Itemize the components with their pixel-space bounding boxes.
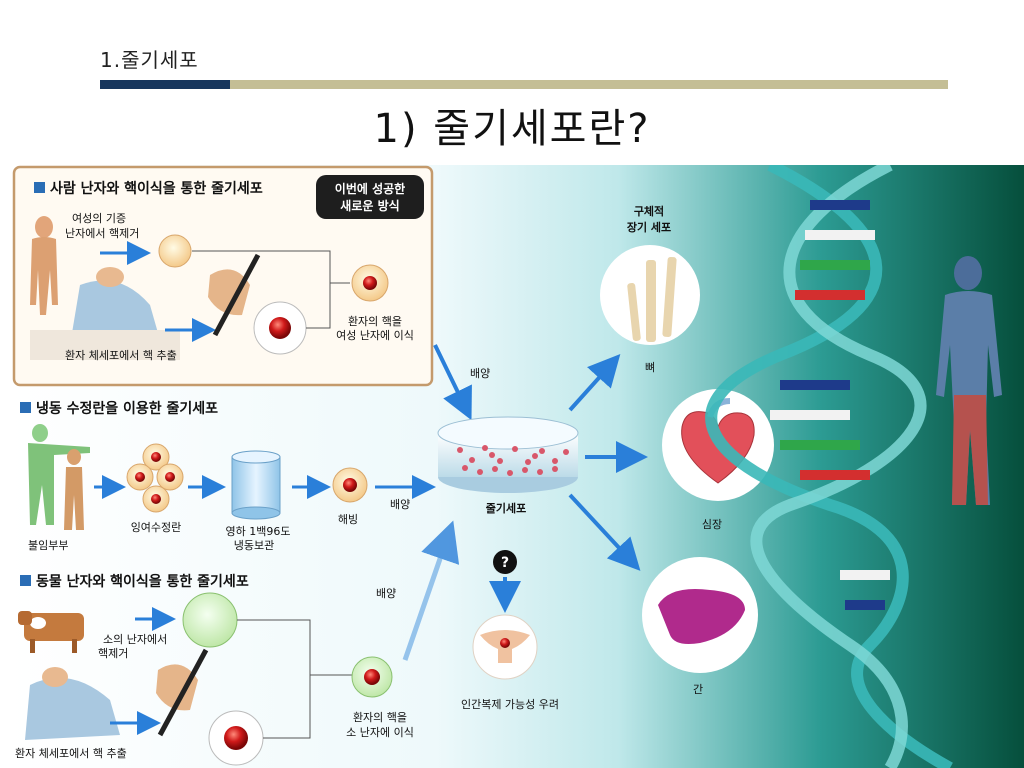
- human-body-figure: [936, 256, 1002, 505]
- nucleus-extract-label: 환자 체세포에서 핵 추출: [65, 349, 177, 362]
- patient-in-bed-icon-2: [25, 667, 120, 740]
- surplus-embryo-label: 잉여수정란: [131, 521, 182, 534]
- panel1-heading: 사람 난자와 핵이식을 통한 줄기세포: [50, 180, 263, 197]
- stem-cell-label: 줄기세포: [486, 501, 526, 515]
- bone-icon: [600, 245, 700, 345]
- transfer-line2: 여성 난자에 이식: [336, 329, 414, 342]
- culture-bottom-label: 배양: [376, 587, 396, 600]
- panel3-heading: 동물 난자와 핵이식을 통한 줄기세포: [36, 573, 249, 590]
- question-mark-text: ?: [501, 555, 509, 571]
- uterus-icon: [472, 614, 538, 680]
- connector-nucleus: [306, 283, 331, 329]
- thawed-nucleus: [343, 478, 357, 492]
- cloning-concern-label: 인간복제 가능성 우려: [461, 698, 559, 711]
- organs-header-line1: 구체적: [634, 204, 664, 218]
- cow-line2: 핵제거: [98, 647, 128, 660]
- woman-donor-icon: [30, 216, 58, 315]
- cow-line1: 소의 난자에서: [103, 633, 167, 646]
- dna-helix-illustration: [705, 165, 953, 768]
- patient-in-bed-icon: [30, 267, 180, 360]
- panel1-bullet-icon: [34, 182, 45, 193]
- petri-dish-icon: [437, 416, 579, 493]
- stem-cell-illustration: 사람 난자와 핵이식을 통한 줄기세포 이번에 성공한 새로운 방식 여성의 기…: [10, 165, 1024, 768]
- liver-label: 간: [693, 683, 703, 696]
- badge-line1: 이번에 성공한: [335, 181, 405, 196]
- cow-egg-cell: [182, 592, 238, 648]
- arrow-panel1-culture: [433, 344, 472, 421]
- organs-header-line2: 장기 세포: [627, 220, 671, 234]
- freeze-line1: 영하 1백96도: [226, 524, 291, 538]
- culture-mid-label: 배양: [390, 498, 410, 511]
- title-rule-light: [230, 80, 948, 89]
- egg-removal-line2: 난자에서 핵제거: [65, 227, 139, 240]
- surplus-embryo-cluster: [126, 443, 184, 513]
- culture-top-label: 배양: [470, 367, 490, 380]
- liver-icon: [642, 557, 758, 673]
- thaw-label: 해빙: [338, 512, 358, 526]
- arrow-cow-culture: [402, 520, 460, 661]
- cow-transfer-line1: 환자의 핵을: [353, 711, 407, 724]
- title-rule-dark: [100, 80, 230, 89]
- arrow-to-bone: [568, 354, 621, 412]
- nucleus-extract-label-2: 환자 체세포에서 핵 추출: [15, 747, 127, 760]
- infertile-couple-icon: [28, 424, 90, 530]
- hand-pipette-icon-2: [156, 648, 209, 737]
- panel3-bullet-icon: [20, 575, 31, 586]
- illustration-svg: 사람 난자와 핵이식을 통한 줄기세포 이번에 성공한 새로운 방식 여성의 기…: [10, 165, 1024, 768]
- slide-title: 1) 줄기세포란?: [373, 106, 651, 152]
- panel2-bullet-icon: [20, 402, 31, 413]
- cow-transfer-line2: 소 난자에 이식: [346, 726, 414, 739]
- cow-icon: [18, 611, 84, 653]
- arrow-to-liver: [568, 493, 641, 571]
- connector-egg: [192, 250, 350, 284]
- patient-nucleus: [269, 317, 291, 339]
- patient-nucleus-2: [224, 726, 248, 750]
- hand-pipette-icon: [208, 253, 261, 337]
- transfer-nucleus: [363, 276, 377, 290]
- freezer-cylinder-icon: [231, 450, 281, 520]
- section-label: 1.줄기세포: [100, 48, 199, 72]
- connector-cow-egg: [237, 619, 355, 676]
- freeze-line2: 냉동보관: [234, 539, 274, 552]
- egg-removal-line1: 여성의 기증: [72, 212, 126, 225]
- question-mark-icon: [493, 550, 517, 574]
- cow-transfer-nucleus: [364, 669, 380, 685]
- badge-line2: 새로운 방식: [340, 198, 399, 213]
- bone-label: 뼈: [645, 361, 655, 374]
- donor-egg-cell: [158, 234, 192, 268]
- connector-nucleus-2: [263, 675, 311, 739]
- transfer-line1: 환자의 핵을: [348, 315, 402, 328]
- panel2-heading: 냉동 수정란을 이용한 줄기세포: [36, 400, 218, 417]
- couple-label: 불임부부: [28, 539, 68, 552]
- heart-label: 심장: [702, 518, 722, 531]
- new-method-badge: [316, 175, 424, 219]
